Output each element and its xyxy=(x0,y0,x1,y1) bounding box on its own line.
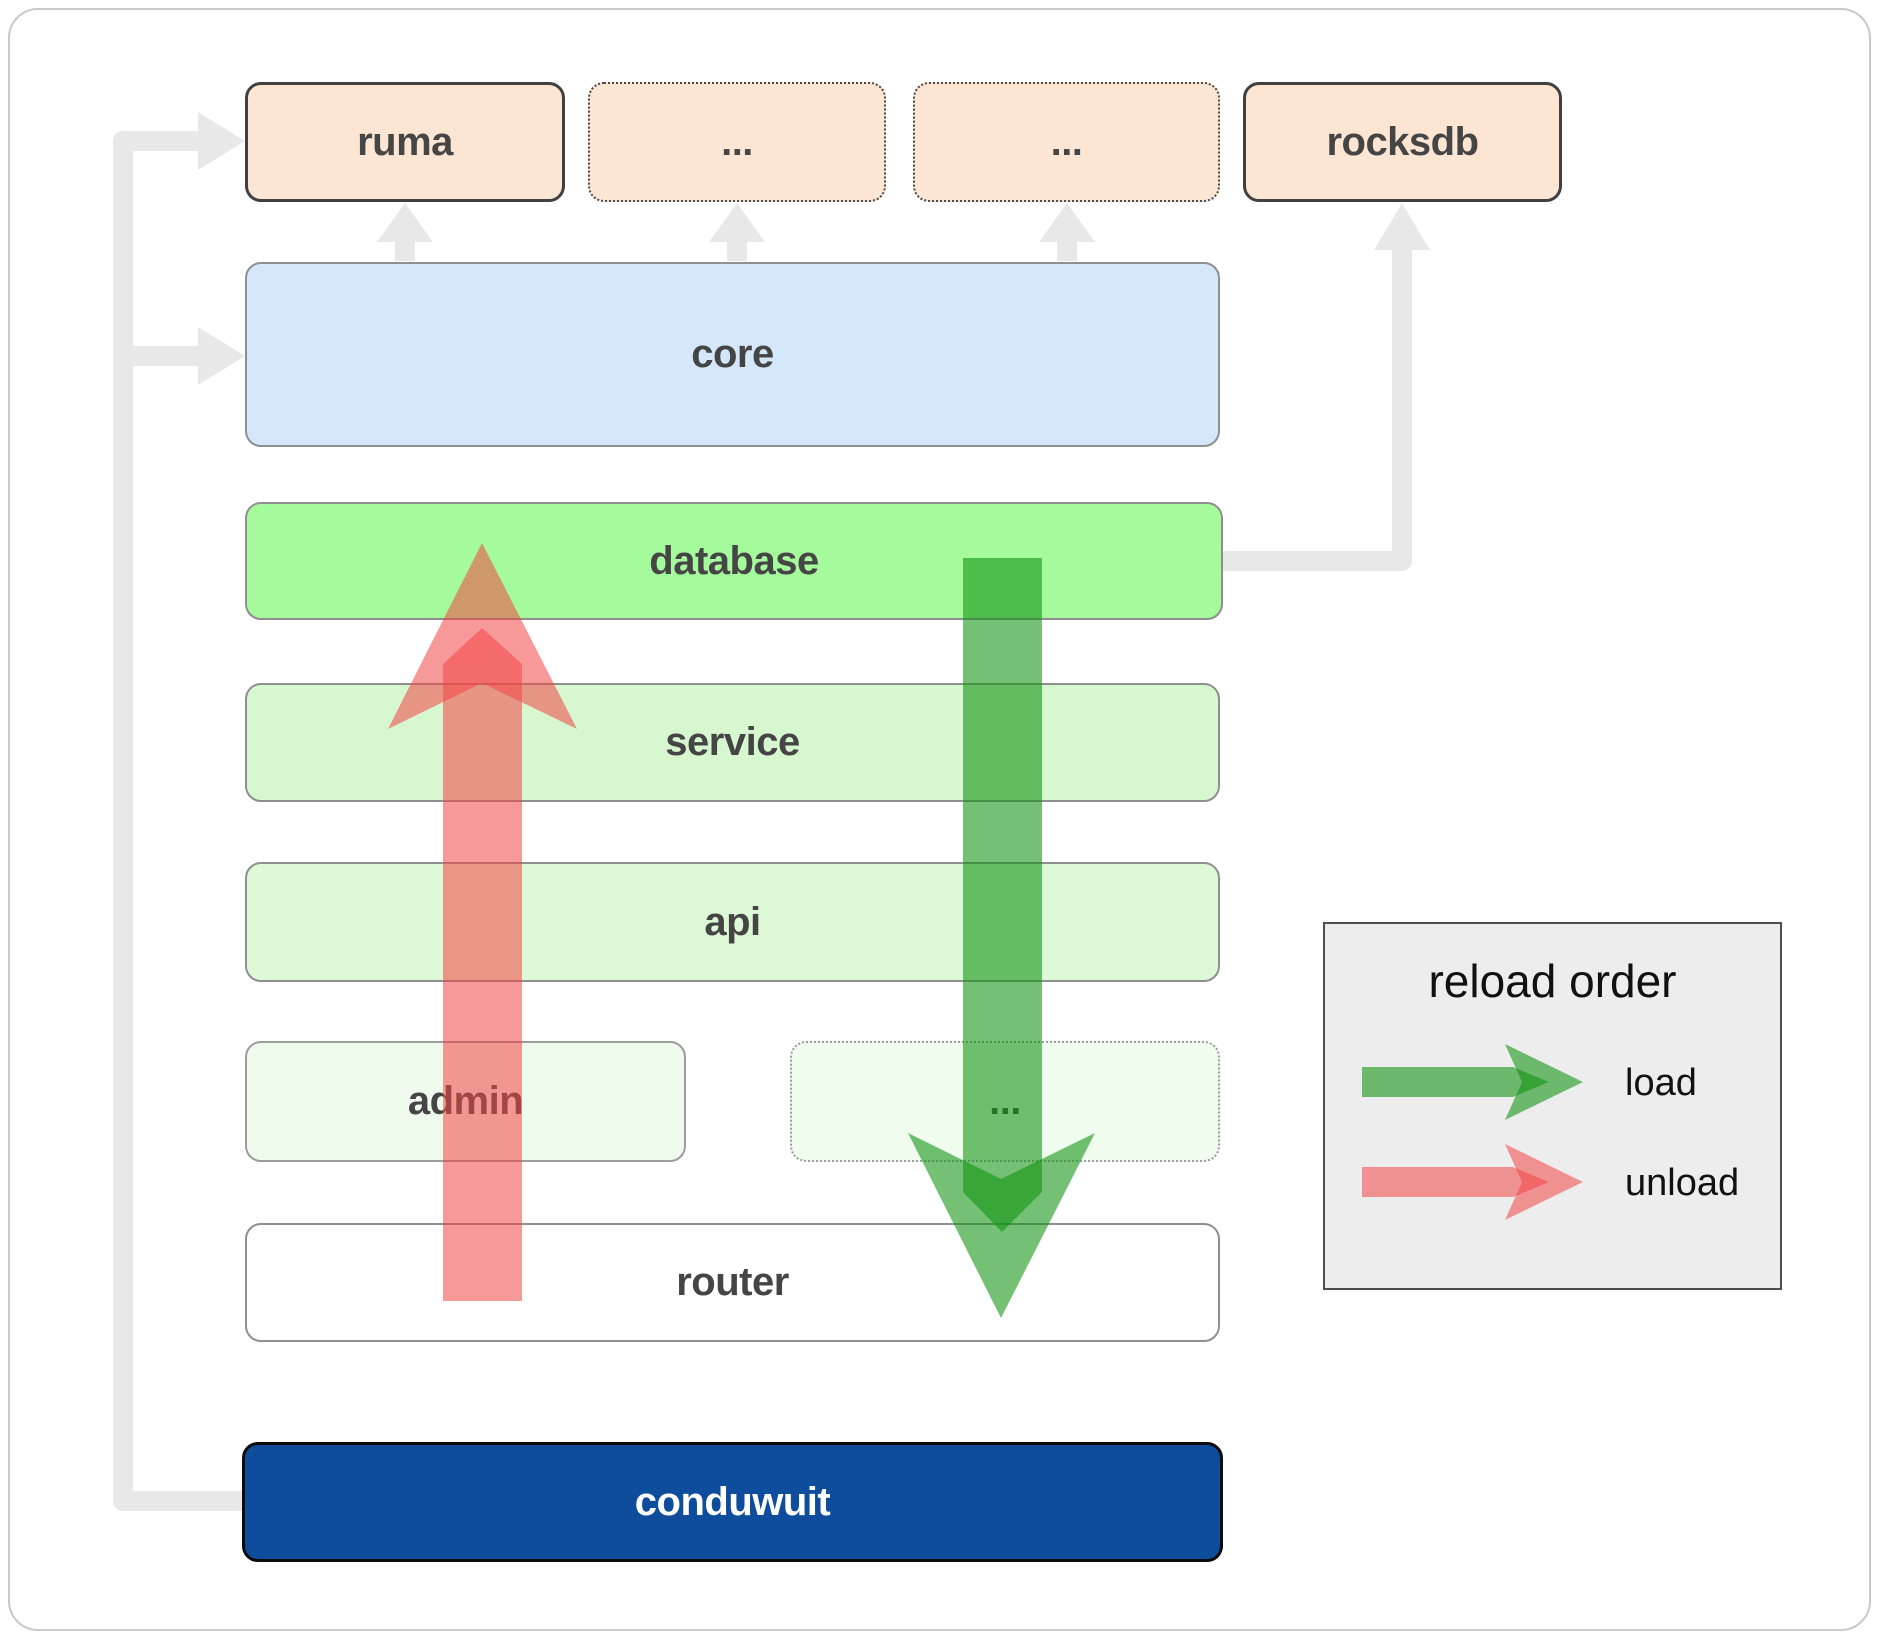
box-service: service xyxy=(245,683,1220,802)
box-api-label: api xyxy=(704,899,761,944)
box-ellipsis-top-2: ... xyxy=(913,82,1220,202)
legend-title: reload order xyxy=(1428,955,1677,1007)
box-ruma: ruma xyxy=(245,82,565,202)
box-ellipsis-top-1-label: ... xyxy=(721,119,753,164)
legend-label-unload: unload xyxy=(1625,1162,1740,1204)
box-database-label: database xyxy=(649,538,819,583)
box-service-label: service xyxy=(665,720,800,764)
box-ellipsis-mid-label: ... xyxy=(989,1079,1021,1123)
box-ellipsis-mid: ... xyxy=(790,1041,1220,1162)
box-rocksdb: rocksdb xyxy=(1243,82,1562,202)
box-conduwuit: conduwuit xyxy=(242,1442,1223,1562)
box-ellipsis-top-2-label: ... xyxy=(1050,119,1083,164)
box-ruma-label: ruma xyxy=(357,119,453,164)
box-conduwuit-label: conduwuit xyxy=(634,1479,831,1524)
box-api: api xyxy=(245,862,1220,982)
box-core: core xyxy=(245,262,1220,447)
box-ellipsis-top-1: ... xyxy=(588,82,886,202)
box-router: router xyxy=(245,1223,1220,1342)
diagram-outer-frame xyxy=(8,8,1871,1631)
legend-label-load: load xyxy=(1625,1062,1697,1104)
box-core-label: core xyxy=(691,332,774,376)
box-rocksdb-label: rocksdb xyxy=(1326,119,1479,164)
box-router-label: router xyxy=(676,1260,789,1304)
box-database: database xyxy=(245,502,1223,620)
legend: reload order load unload xyxy=(1323,922,1782,1290)
box-admin: admin xyxy=(245,1041,686,1162)
box-admin-label: admin xyxy=(407,1079,524,1123)
